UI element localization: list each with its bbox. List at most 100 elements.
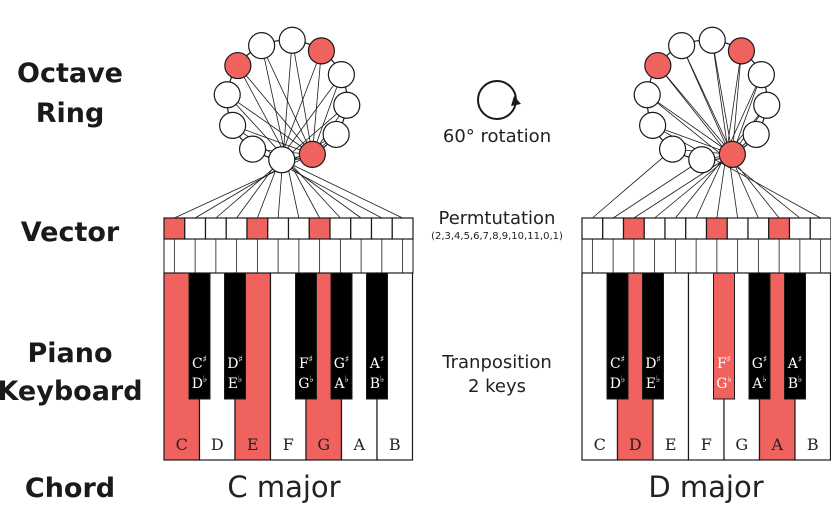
- transposition-text-line1: Tranposition: [441, 352, 552, 373]
- ring-node: [219, 111, 247, 139]
- black-key: [713, 272, 735, 400]
- black-key: [224, 272, 246, 400]
- ring-node: [639, 111, 667, 139]
- ring-spoke: [731, 74, 762, 155]
- vector-cell: [685, 217, 708, 240]
- ring-node: [688, 146, 716, 174]
- ring-node: [333, 91, 361, 119]
- permutation-text: Permtutation: [439, 208, 556, 229]
- white-key-label: E: [665, 435, 677, 454]
- piano-keyboard-label-line1: Piano: [27, 338, 112, 369]
- vector-cell: [246, 217, 269, 240]
- rotation-icon: [477, 80, 521, 120]
- vector-cell: [287, 217, 310, 240]
- piano-keyboard-label-line2: Keyboard: [0, 376, 143, 407]
- black-key: [295, 272, 317, 400]
- rotation-text: 60° rotation: [443, 126, 551, 147]
- vector-cell: [643, 217, 666, 240]
- ring-node: [698, 26, 726, 54]
- ring-vector-line: [592, 148, 673, 219]
- vector-cell: [726, 217, 749, 240]
- white-key-label: B: [389, 435, 401, 454]
- vector-cell: [308, 217, 331, 240]
- vector-cell: [809, 217, 831, 240]
- ring-spoke: [311, 74, 342, 155]
- connector-strip: [163, 238, 414, 274]
- ring-node: [644, 51, 672, 80]
- ring-node: [224, 51, 252, 80]
- ring-vector-line: [236, 74, 342, 219]
- vector-label: Vector: [21, 217, 120, 248]
- ring-node: [238, 135, 267, 163]
- white-key-label: C: [176, 435, 188, 454]
- vector-cell: [581, 217, 604, 240]
- black-key: [784, 272, 806, 400]
- ring-node: [307, 37, 336, 65]
- black-key: [748, 272, 771, 400]
- ring-spoke: [226, 94, 313, 155]
- ring-spoke: [291, 40, 313, 155]
- white-key-label: A: [352, 435, 365, 454]
- white-key-label: C: [594, 435, 606, 454]
- vector-cell: [350, 217, 373, 240]
- vector-cell: [768, 217, 791, 240]
- white-key-label: A: [770, 435, 783, 454]
- permutation-tuple: (2,3,4,5,6,7,8,9,10,11,0,1): [431, 231, 563, 242]
- ring-vector-line: [681, 45, 759, 219]
- chord-name-left: C major: [227, 470, 340, 504]
- ring-spoke: [311, 50, 322, 155]
- ring-vector-line: [257, 50, 322, 219]
- ring-spoke: [261, 45, 313, 155]
- vector-cell: [370, 217, 393, 240]
- ring-to-vector-lines: [592, 40, 821, 219]
- vector-cell: [788, 217, 811, 240]
- chord-name-right: D major: [648, 470, 763, 504]
- vector-cell: [329, 217, 352, 240]
- octave-ring-label-line1: Octave: [17, 58, 123, 89]
- white-key-label: D: [629, 435, 642, 454]
- ring-vector-line: [281, 159, 403, 219]
- black-key: [366, 272, 388, 400]
- vector-cell: [204, 217, 227, 240]
- ring-node: [322, 120, 350, 149]
- vector-cell: [664, 217, 687, 240]
- ring-vector-line: [612, 159, 702, 219]
- ring-spoke: [657, 65, 733, 155]
- ring-node: [718, 140, 746, 168]
- ring-node: [268, 146, 296, 174]
- ring-spoke: [237, 65, 313, 155]
- vector-cell: [391, 217, 414, 240]
- ring-node: [658, 135, 687, 163]
- black-key: [606, 272, 629, 400]
- vector-cell: [225, 217, 248, 240]
- ring-spoke: [232, 124, 313, 155]
- white-key-label: F: [701, 435, 712, 454]
- ring-spoke: [652, 124, 733, 155]
- ring-vector-line: [711, 40, 739, 219]
- ring-node: [727, 37, 756, 65]
- white-key-label: D: [211, 435, 224, 454]
- white-key-label: G: [317, 435, 330, 454]
- ring-node: [747, 61, 775, 89]
- transposition-text-line2: 2 keys: [468, 376, 526, 397]
- ring-node: [753, 91, 781, 119]
- ring-node: [633, 81, 661, 109]
- ring-spoke: [646, 94, 733, 155]
- ring-node: [668, 32, 696, 60]
- white-key-label: E: [247, 435, 259, 454]
- octave-ring-label-line2: Ring: [36, 98, 105, 129]
- black-key: [330, 272, 353, 400]
- ring-node: [298, 140, 326, 168]
- ring-node: [248, 32, 276, 60]
- ring-vector-line: [633, 154, 733, 219]
- vector-cell: [747, 217, 770, 240]
- black-key: [188, 272, 211, 400]
- vector-cell: [602, 217, 625, 240]
- ring-to-vector-lines: [174, 40, 403, 219]
- ring-vector-line: [277, 40, 293, 219]
- ring-node: [327, 61, 355, 89]
- vector-cell: [267, 217, 290, 240]
